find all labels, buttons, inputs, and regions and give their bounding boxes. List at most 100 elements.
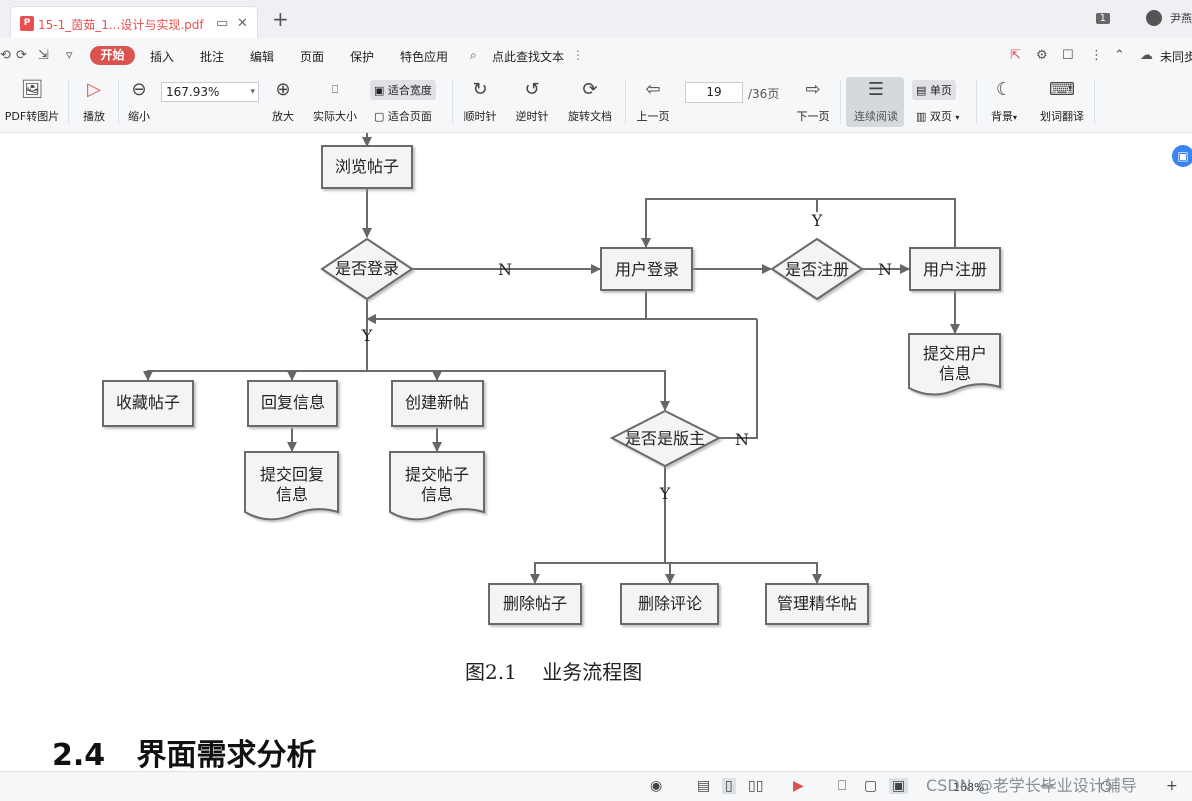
figure-caption: 图2.1 业务流程图 bbox=[465, 660, 643, 684]
menu-features[interactable]: 特色应用 bbox=[400, 50, 449, 64]
continuous-reading-icon: ☰ bbox=[867, 79, 885, 100]
undo-icon[interactable]: ⟲ bbox=[0, 48, 11, 63]
zoom-percentage[interactable]: 168% bbox=[953, 781, 985, 794]
decision-is-registered bbox=[770, 237, 864, 301]
rotate-document-button[interactable]: ⟳ 旋转文档 bbox=[565, 78, 615, 124]
continuous-reading-label: 连续阅读 bbox=[854, 110, 898, 123]
menu-insert[interactable]: 插入 bbox=[150, 50, 175, 64]
redo-icon[interactable]: ⟳ bbox=[16, 48, 27, 63]
user-avatar[interactable] bbox=[1146, 10, 1162, 26]
rotate-clockwise-button[interactable]: ↻ 顺时针 bbox=[460, 78, 500, 124]
zoom-in-icon[interactable]: + bbox=[1166, 778, 1178, 794]
flowchart: 浏览帖子 是否登录 用户登录 是否注册 用户注册 提交用户 信息 收藏帖子 回复… bbox=[102, 133, 1001, 625]
eye-icon[interactable]: ◉ bbox=[650, 778, 663, 794]
fit-page-button[interactable]: ▢ 适合页面 bbox=[370, 106, 436, 126]
pdf-to-image-button[interactable]: 🖼 PDF转图片 bbox=[3, 78, 61, 124]
continuous-highlight bbox=[846, 77, 904, 127]
page-view-icon[interactable]: ▯ bbox=[722, 778, 736, 794]
divider bbox=[118, 80, 119, 124]
box-delete-comment bbox=[620, 583, 719, 625]
close-tab-icon[interactable]: ✕ bbox=[237, 16, 248, 31]
menu-annotate[interactable]: 批注 bbox=[200, 50, 225, 64]
clockwise-label: 顺时针 bbox=[463, 110, 497, 123]
tab-title: 15-1_茵茹_1...设计与实现.pdf bbox=[38, 18, 204, 32]
flowchart-shapes bbox=[102, 145, 1001, 625]
divider bbox=[840, 80, 841, 124]
search-icon[interactable]: ⌕ bbox=[470, 48, 477, 62]
double-page-button[interactable]: ▥ 双页 ▾ bbox=[912, 106, 963, 126]
book-view-icon[interactable]: ▯▯ bbox=[748, 778, 764, 794]
share-icon[interactable]: ⇱ bbox=[1010, 48, 1021, 63]
more-options-icon[interactable]: ⋮ bbox=[572, 48, 584, 62]
label-delete-post: 删除帖子 bbox=[503, 594, 567, 613]
user-name[interactable]: 尹燕 bbox=[1170, 12, 1192, 25]
box-create bbox=[391, 380, 484, 427]
translate-icon: ⌨ bbox=[1049, 79, 1075, 100]
branch-no-moderator: N bbox=[735, 430, 749, 449]
translate-button[interactable]: ⌨ 划词翻译 bbox=[1036, 78, 1088, 124]
zoom-level-input[interactable]: 167.93% ▾ bbox=[161, 82, 259, 102]
menu-edit[interactable]: 编辑 bbox=[250, 50, 275, 64]
label-user-login: 用户登录 bbox=[615, 260, 679, 279]
document-tab[interactable]: P 15-1_茵茹_1...设计与实现.pdf ▭ ✕ bbox=[10, 6, 258, 38]
fit-width-icon[interactable]: ▣ bbox=[889, 778, 909, 794]
chevron-down-icon[interactable]: ▾ bbox=[250, 87, 255, 97]
box-delete-post bbox=[488, 583, 582, 625]
collapse-icon[interactable]: ⌃ bbox=[1114, 48, 1125, 63]
more-menu-icon[interactable]: ⋮ bbox=[1090, 48, 1103, 63]
zoom-in-button[interactable]: ⊕ 放大 bbox=[268, 78, 298, 124]
status-bar: ◉ ▤ ▯ ▯▯ ▶ ⎕ ▢ ▣ 168% — ○ + CSDN @老学长毕业设… bbox=[0, 771, 1192, 801]
sidebar-assistant-icon[interactable]: ▣ bbox=[1172, 145, 1192, 167]
export-icon[interactable]: ⇲ bbox=[38, 48, 49, 63]
divider bbox=[68, 80, 69, 124]
next-page-button[interactable]: ⇨ 下一页 bbox=[793, 78, 833, 124]
actual-size-label: 实际大小 bbox=[313, 110, 357, 123]
menu-start[interactable]: 开始 bbox=[90, 46, 135, 65]
play-icon[interactable]: ▶ bbox=[793, 778, 804, 794]
zoom-in-icon: ⊕ bbox=[275, 79, 291, 100]
fit-width-button[interactable]: ▣ 适合宽度 bbox=[370, 80, 436, 100]
continuous-reading-button[interactable]: ☰ 连续阅读 bbox=[849, 78, 903, 124]
menu-protect[interactable]: 保护 bbox=[350, 50, 375, 64]
label-reply: 回复信息 bbox=[261, 393, 325, 412]
label-manage-featured: 管理精华帖 bbox=[777, 594, 857, 613]
sync-status[interactable]: 未同步 bbox=[1160, 50, 1192, 64]
fit-page-icon[interactable]: ▢ bbox=[864, 778, 878, 794]
divider bbox=[452, 80, 453, 124]
zoom-out-button[interactable]: ⊖ 缩小 bbox=[124, 78, 154, 124]
previous-page-button[interactable]: ⇦ 上一页 bbox=[633, 78, 673, 124]
menu-bar: ⟲ ⇲ ⟳ ▿ 开始 插入 批注 编辑 页面 保护 特色应用 ⌕ 点此查找文本 … bbox=[0, 38, 1192, 74]
play-button[interactable]: ▷ 播放 bbox=[78, 78, 110, 124]
rotate-document-icon: ⟳ bbox=[582, 79, 598, 100]
rotate-counterclockwise-button[interactable]: ↺ 逆时针 bbox=[512, 78, 552, 124]
flowchart-connectors bbox=[143, 133, 960, 584]
branch-labels: N Y N Y N Y bbox=[361, 211, 892, 503]
label-favorite: 收藏帖子 bbox=[116, 393, 180, 412]
comment-icon[interactable]: ☐ bbox=[1062, 48, 1074, 63]
single-view-icon[interactable]: ▤ bbox=[697, 778, 711, 794]
menu-page[interactable]: 页面 bbox=[300, 50, 325, 64]
label-user-register: 用户注册 bbox=[923, 260, 987, 279]
toolbar: 🖼 PDF转图片 ▷ 播放 ⊖ 缩小 167.93% ▾ ⊕ 放大 ⎕ 实际大小… bbox=[0, 74, 1192, 133]
single-page-label: 单页 bbox=[929, 84, 952, 97]
background-button[interactable]: ☾ 背景▾ bbox=[984, 78, 1024, 124]
document-view[interactable]: 浏览帖子 是否登录 用户登录 是否注册 用户注册 提交用户 信息 收藏帖子 回复… bbox=[0, 133, 1192, 771]
branch-no-registered: N bbox=[878, 260, 892, 279]
zoom-slider-handle[interactable]: ○ bbox=[1100, 778, 1113, 794]
pin-icon[interactable]: ▭ bbox=[216, 16, 229, 31]
box-user-register bbox=[909, 247, 1001, 291]
zoom-out-icon[interactable]: — bbox=[1040, 778, 1054, 794]
label-is-moderator: 是否是版主 bbox=[625, 429, 705, 448]
new-tab-button[interactable]: + bbox=[272, 7, 289, 31]
actual-size-icon[interactable]: ⎕ bbox=[838, 778, 847, 794]
doc-submit-post bbox=[389, 451, 485, 521]
actual-size-button[interactable]: ⎕ 实际大小 bbox=[309, 78, 361, 124]
settings-icon[interactable]: ⚙ bbox=[1036, 48, 1048, 63]
label-submit-reply-1: 提交回复 bbox=[260, 465, 324, 484]
search-text-button[interactable]: 点此查找文本 bbox=[492, 50, 565, 64]
single-page-button[interactable]: ▤ 单页 bbox=[912, 80, 956, 100]
branch-no-login: N bbox=[498, 260, 512, 279]
more-quick-icon[interactable]: ▿ bbox=[66, 48, 73, 63]
window-count-badge[interactable]: 1 bbox=[1095, 12, 1110, 24]
page-number-input[interactable]: 19 bbox=[685, 82, 743, 103]
